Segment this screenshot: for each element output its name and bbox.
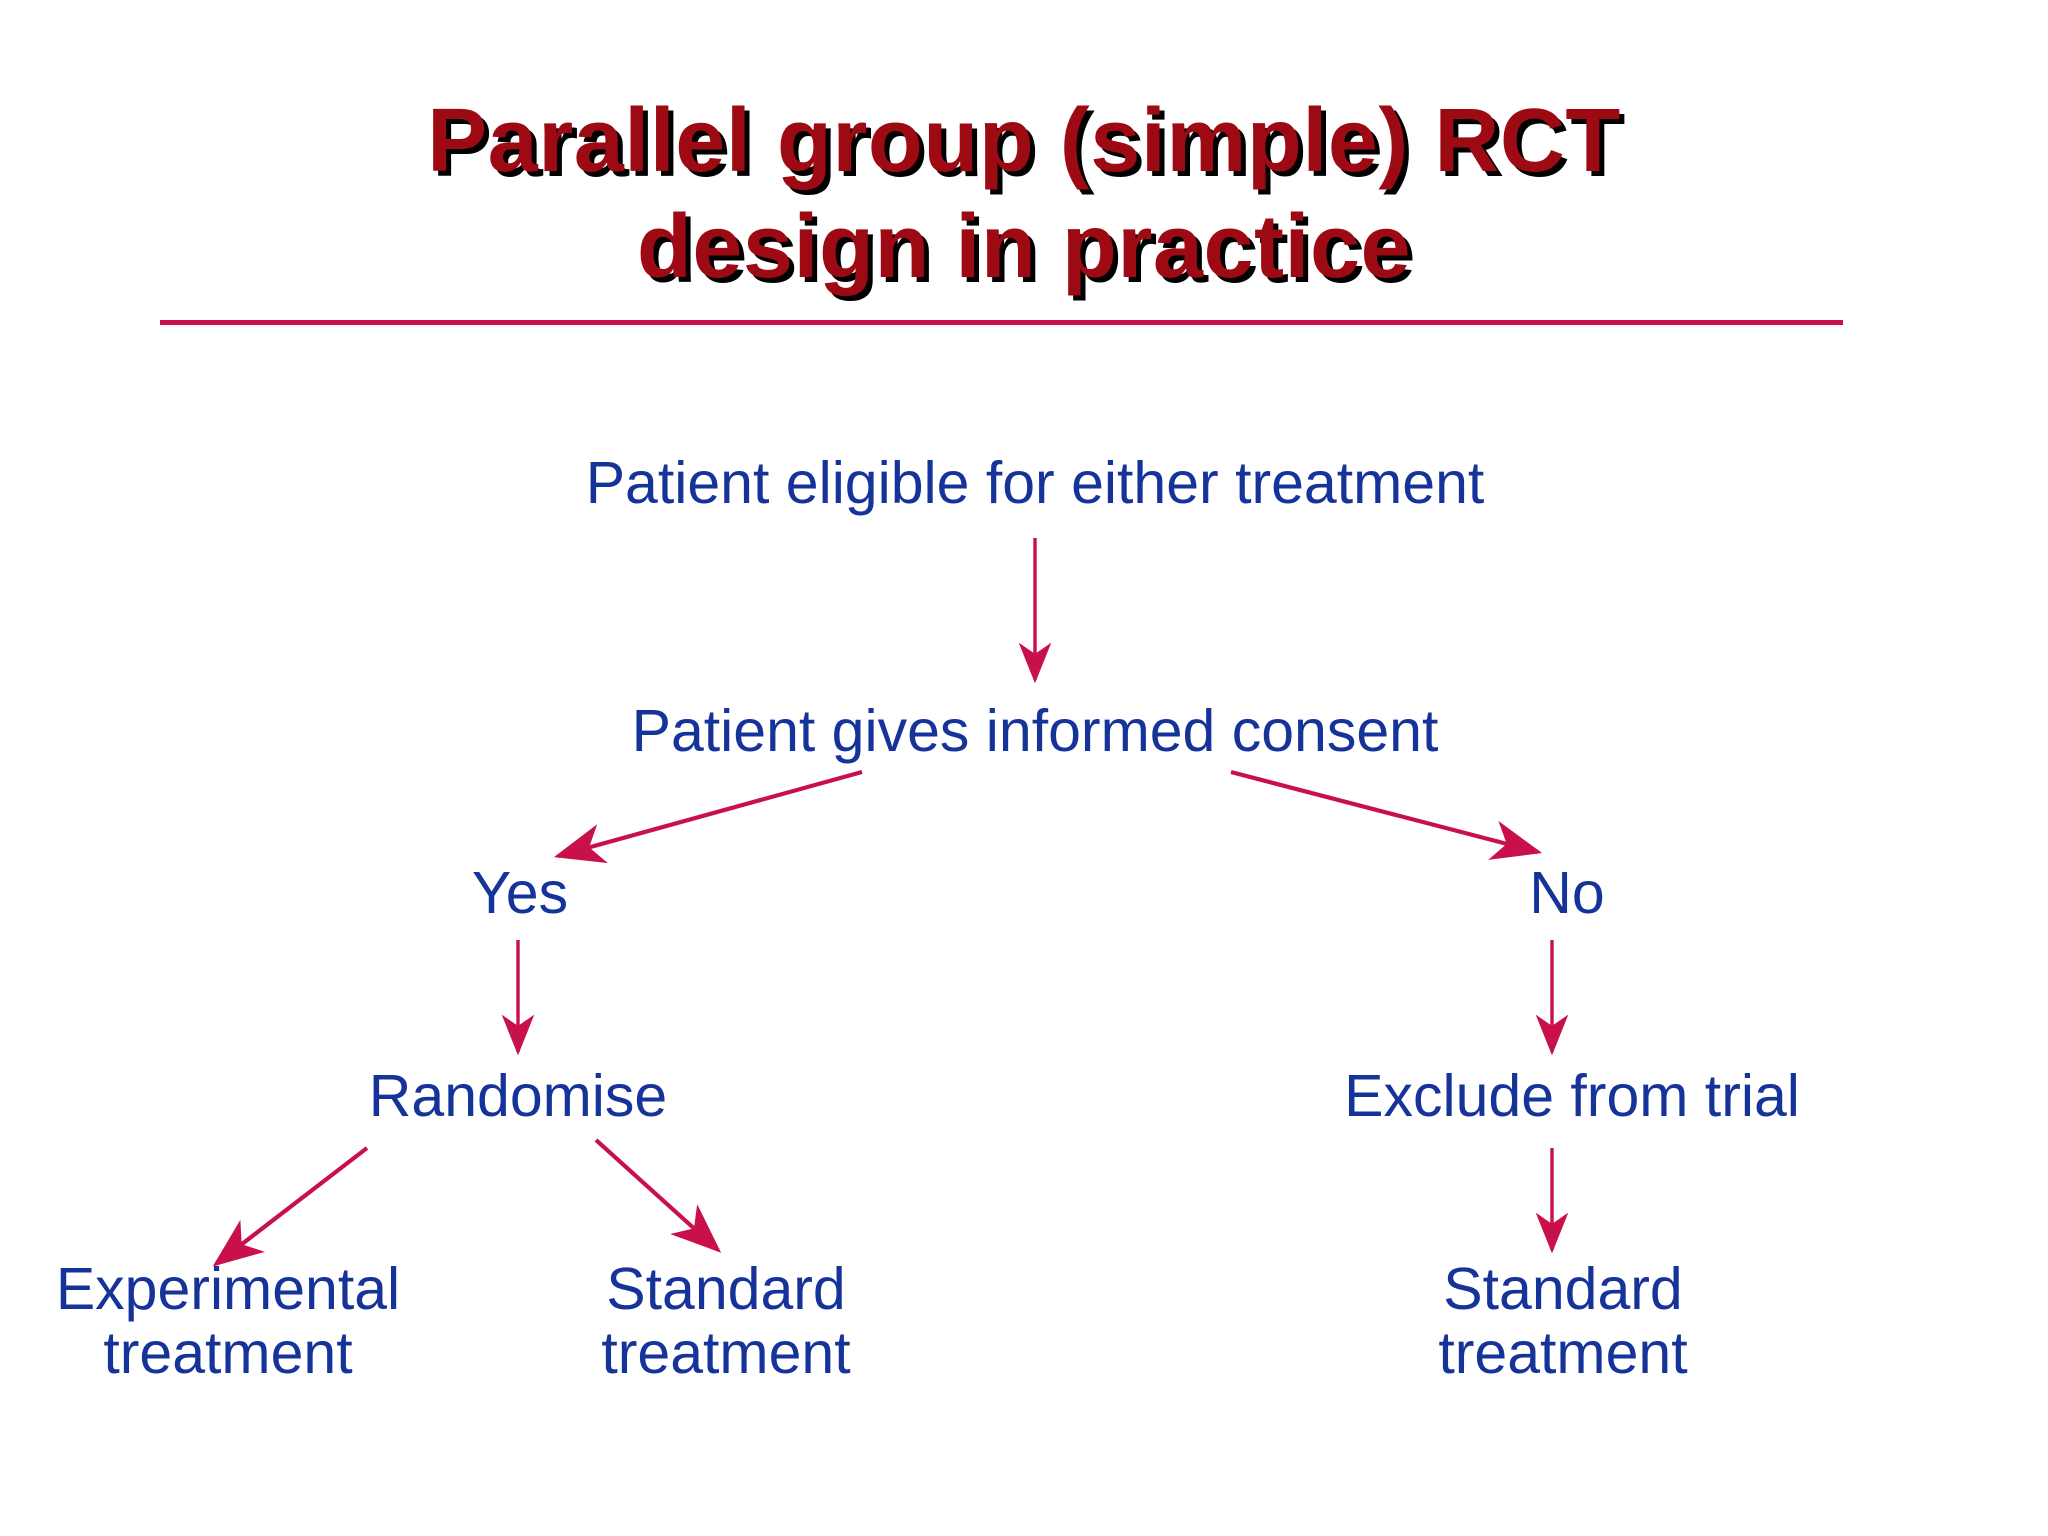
flow-node-patient-eligible: Patient eligible for either treatment — [585, 450, 1485, 516]
edge-randomise-to-experimental — [212, 1146, 369, 1267]
flow-node-standard-treatment-randomised-line2: treatment — [601, 1319, 851, 1386]
flow-node-experimental-treatment-line2: treatment — [103, 1319, 353, 1386]
flow-node-experimental-treatment: Experimental treatment — [0, 1256, 458, 1386]
flow-node-informed-consent: Patient gives informed consent — [631, 698, 1439, 764]
edge-consent-to-yes — [553, 769, 863, 864]
flow-label-no: No — [1529, 860, 1605, 926]
flow-node-standard-treatment-randomised: Standard treatment — [526, 1256, 926, 1386]
edge-consent-to-no — [1230, 769, 1543, 860]
flow-node-standard-treatment-excluded-line1: Standard — [1443, 1256, 1683, 1322]
flow-node-randomise: Randomise — [368, 1063, 668, 1129]
edge-randomise-to-standard — [594, 1138, 722, 1253]
title-line-1: Parallel group (simple) RCT — [427, 91, 1621, 191]
title-divider-rule — [160, 320, 1843, 325]
flow-label-yes: Yes — [471, 860, 569, 926]
flow-node-exclude-from-trial: Exclude from trial — [1344, 1063, 1800, 1129]
flow-node-standard-treatment-excluded-line2: treatment — [1438, 1319, 1688, 1386]
slide-title: Parallel group (simple) RCT design in pr… — [0, 88, 2048, 300]
flow-node-experimental-treatment-line1: Experimental — [55, 1256, 401, 1322]
flow-node-standard-treatment-excluded: Standard treatment — [1363, 1256, 1763, 1386]
title-line-2: design in practice — [636, 197, 1412, 298]
flow-node-standard-treatment-randomised-line1: Standard — [606, 1256, 846, 1322]
